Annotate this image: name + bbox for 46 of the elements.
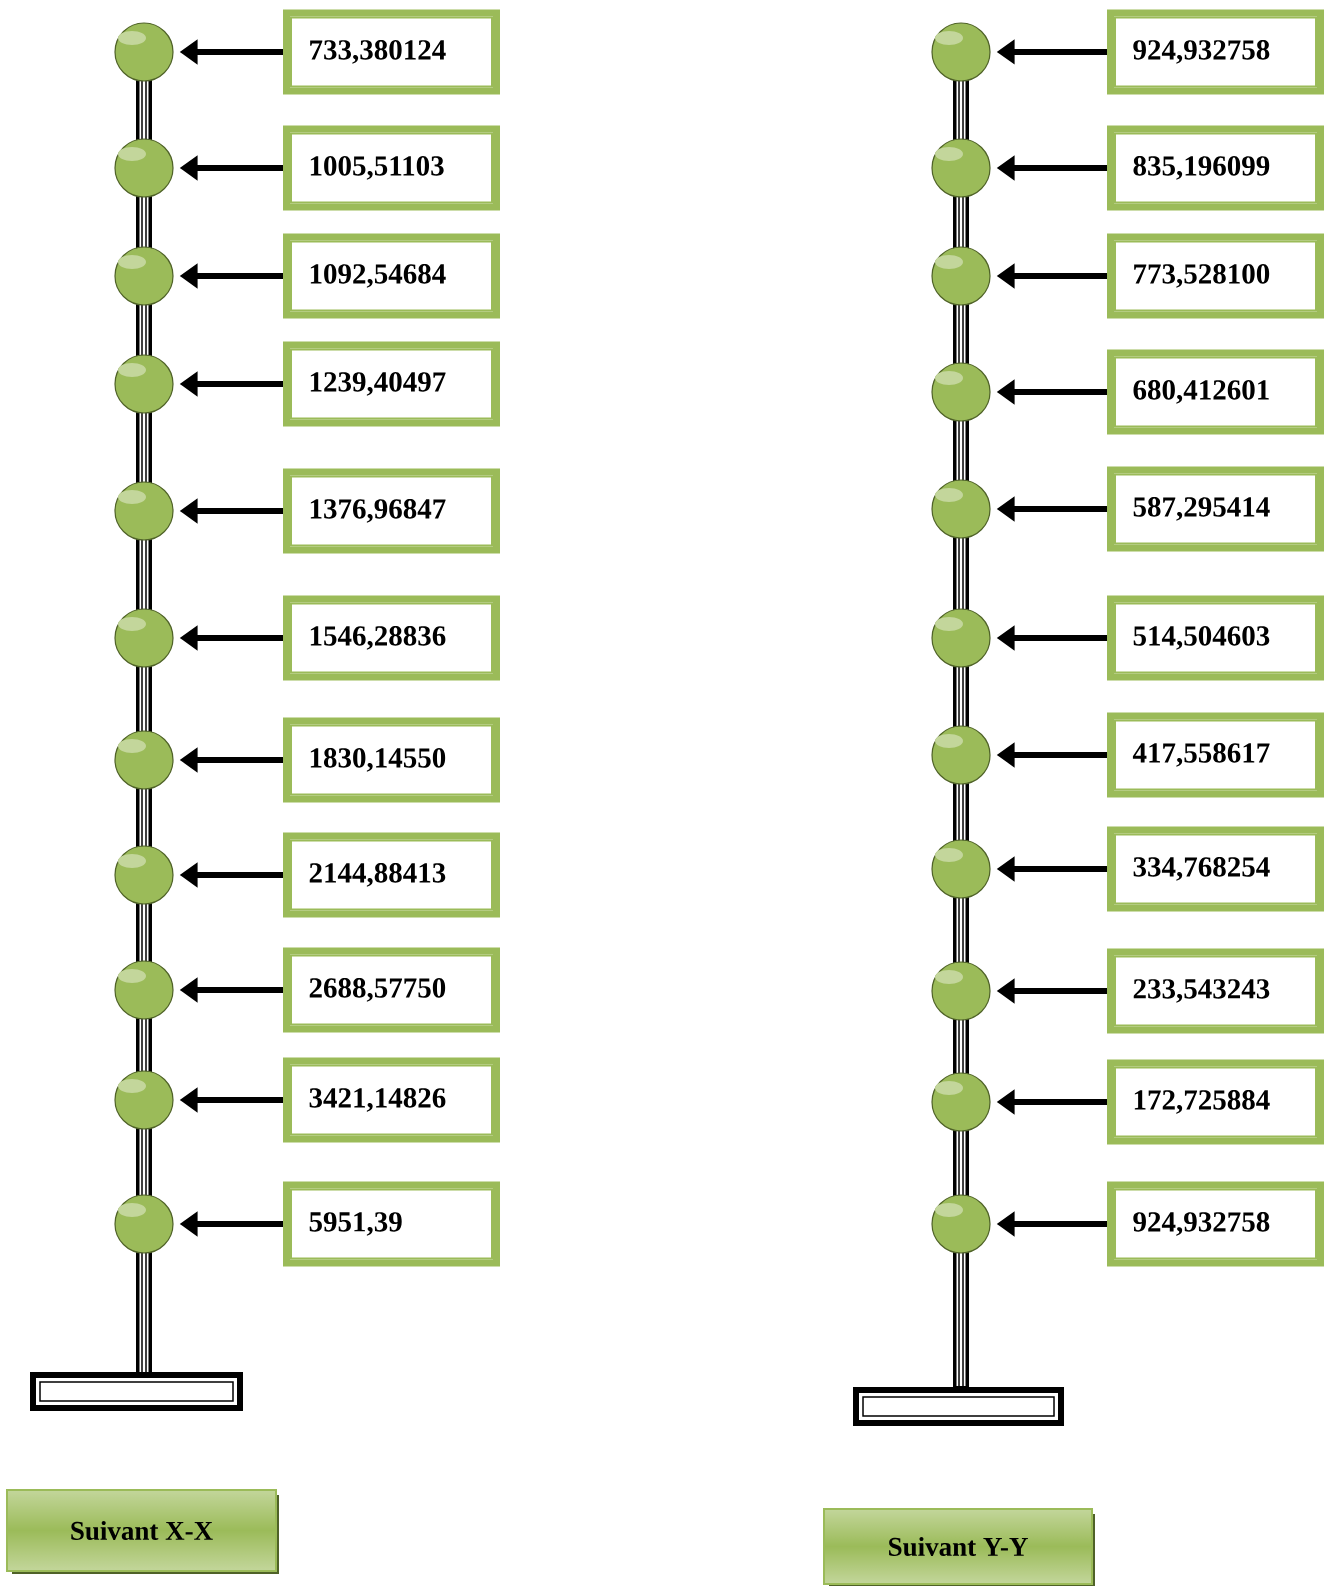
value-box: 1546,28836 (283, 595, 500, 681)
title-box: Suivant Y-Y (823, 1508, 1095, 1586)
ball (931, 725, 991, 785)
ball (114, 845, 174, 905)
ball (931, 961, 991, 1021)
value-box: 514,504603 (1107, 595, 1324, 681)
value-box: 1239,40497 (283, 341, 500, 427)
value-box: 587,295414 (1107, 466, 1324, 552)
value-box: 924,932758 (1107, 9, 1324, 95)
value-box: 835,196099 (1107, 125, 1324, 211)
value-box: 924,932758 (1107, 1181, 1324, 1267)
value-box: 1830,14550 (283, 717, 500, 803)
value-box: 733,380124 (283, 9, 500, 95)
ball (931, 839, 991, 899)
value-box: 417,558617 (1107, 712, 1324, 798)
ball (114, 608, 174, 668)
value-box: 233,543243 (1107, 948, 1324, 1034)
ball (114, 354, 174, 414)
value-box: 2144,88413 (283, 832, 500, 918)
ball (931, 1072, 991, 1132)
ball (931, 362, 991, 422)
ball (931, 246, 991, 306)
ball (931, 1194, 991, 1254)
value-box: 1005,51103 (283, 125, 500, 211)
ball (931, 138, 991, 198)
value-box: 1092,54684 (283, 233, 500, 319)
ball (114, 730, 174, 790)
ball (114, 960, 174, 1020)
title-box: Suivant X-X (6, 1489, 279, 1574)
ball (931, 22, 991, 82)
value-box: 172,725884 (1107, 1059, 1324, 1145)
ball (114, 481, 174, 541)
value-box: 2688,57750 (283, 947, 500, 1033)
value-box: 680,412601 (1107, 349, 1324, 435)
ball (114, 22, 174, 82)
value-box: 334,768254 (1107, 826, 1324, 912)
ball (931, 479, 991, 539)
ball (114, 1194, 174, 1254)
value-box: 773,528100 (1107, 233, 1324, 319)
value-box: 5951,39 (283, 1181, 500, 1267)
value-box: 3421,14826 (283, 1057, 500, 1143)
ball (114, 246, 174, 306)
ball (114, 1070, 174, 1130)
ball (931, 608, 991, 668)
value-box: 1376,96847 (283, 468, 500, 554)
ball (114, 138, 174, 198)
